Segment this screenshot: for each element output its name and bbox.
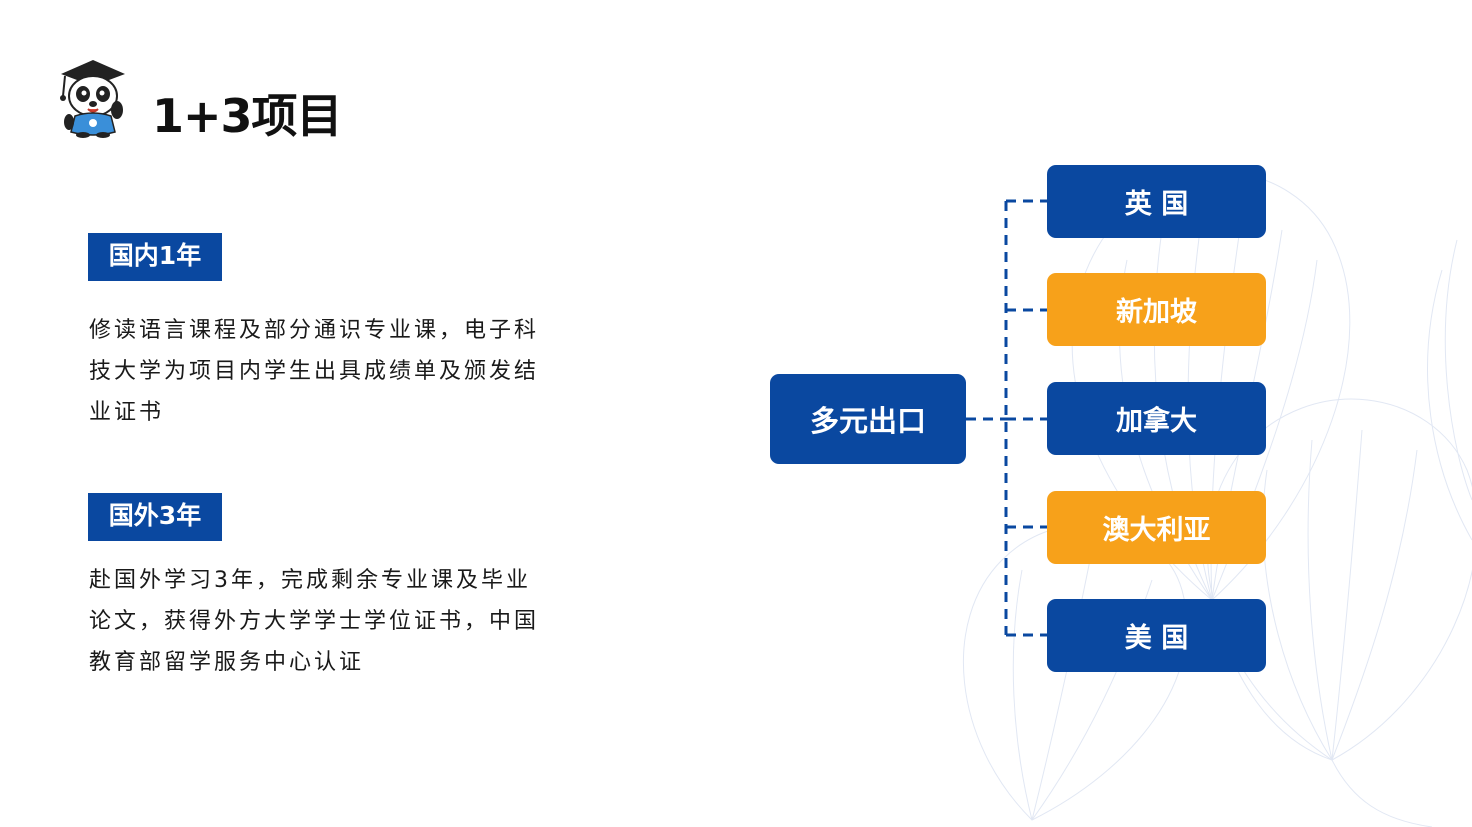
section-tag-overseas: 国外3年 [88, 493, 222, 541]
panda-mascot-logo [60, 60, 125, 138]
destination-node-canada: 加拿大 [1047, 382, 1266, 455]
destination-node-uk: 英 国 [1047, 165, 1266, 238]
destination-node-australia: 澳大利亚 [1047, 491, 1266, 564]
destination-node-singapore: 新加坡 [1047, 273, 1266, 346]
section-body-overseas: 赴国外学习3年，完成剩余专业课及毕业论文，获得外方大学学士学位证书，中国教育部留… [89, 568, 540, 675]
destination-node-usa: 美 国 [1047, 599, 1266, 672]
section-tag-domestic: 国内1年 [88, 233, 222, 281]
page-title: 1+3项目 [152, 89, 343, 143]
center-node-multiple-outlets: 多元出口 [770, 374, 966, 464]
section-body-domestic: 修读语言课程及部分通识专业课，电子科技大学为项目内学生出具成绩单及颁发结业证书 [89, 318, 540, 425]
